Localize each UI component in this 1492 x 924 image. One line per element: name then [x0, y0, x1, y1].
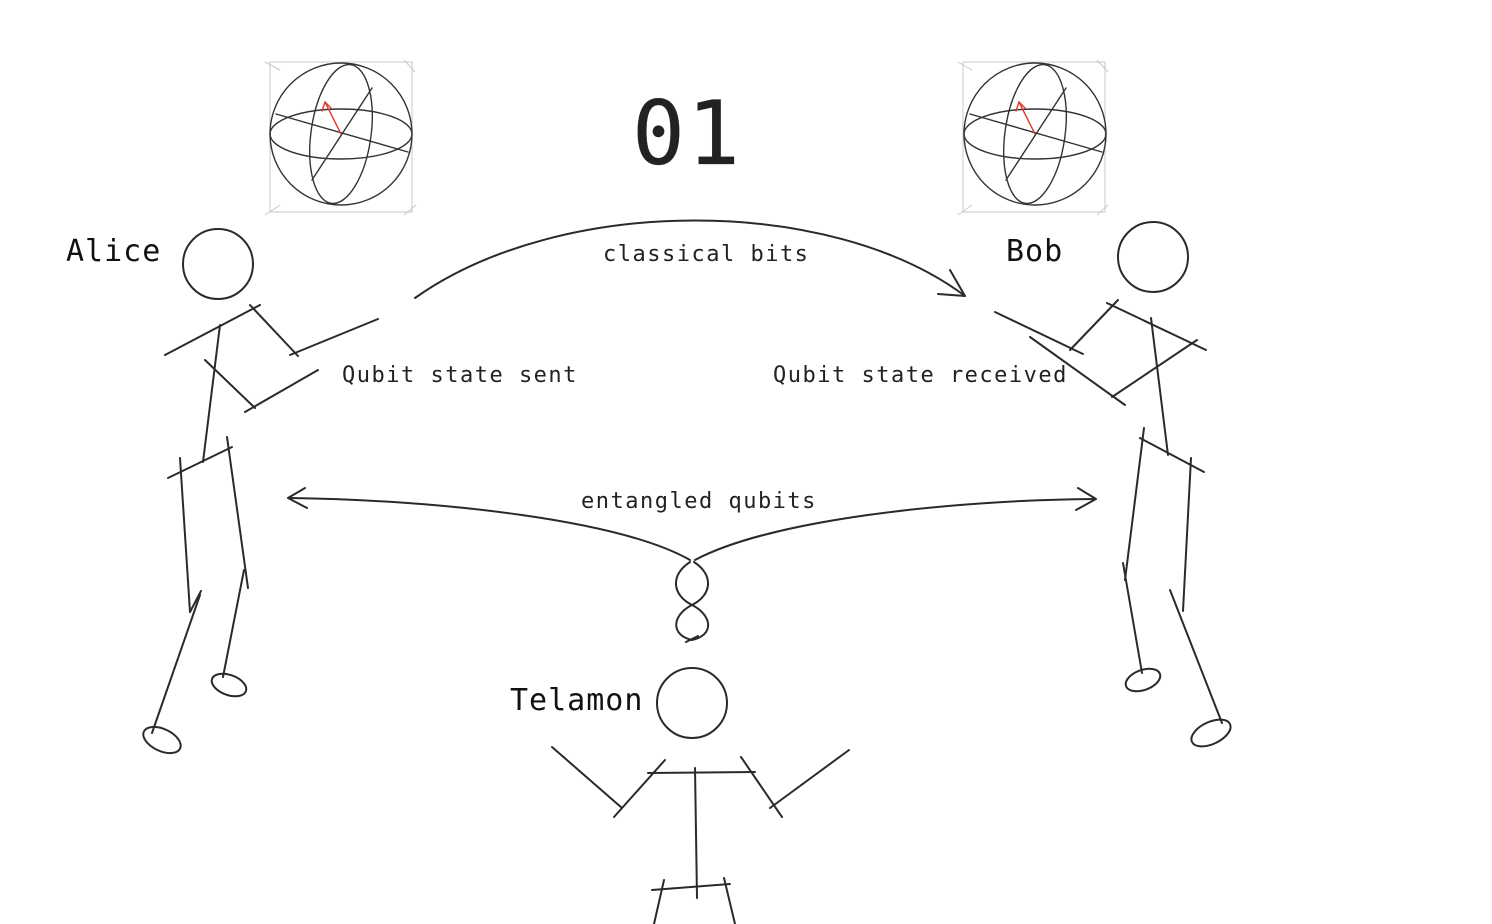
alice-bloch-sphere-icon [264, 59, 417, 216]
bob-figure [994, 221, 1232, 748]
entangled-qubits-label: entangled qubits [581, 489, 817, 514]
alice-figure [142, 228, 379, 755]
alice-label: Alice [66, 234, 162, 269]
bob-bloch-sphere-icon [957, 59, 1109, 216]
step-number: 01 [632, 82, 742, 185]
qubit-sent-label: Qubit state sent [342, 363, 578, 388]
bob-label: Bob [1006, 234, 1064, 269]
classical-bits-arrow [414, 219, 966, 299]
classical-bits-label: classical bits [603, 242, 810, 267]
telamon-figure [551, 667, 850, 924]
twisted-pair-icon [675, 561, 710, 643]
entangled-qubits-arrows [287, 487, 1097, 561]
qubit-received-label: Qubit state received [773, 363, 1068, 388]
telamon-label: Telamon [510, 683, 644, 718]
